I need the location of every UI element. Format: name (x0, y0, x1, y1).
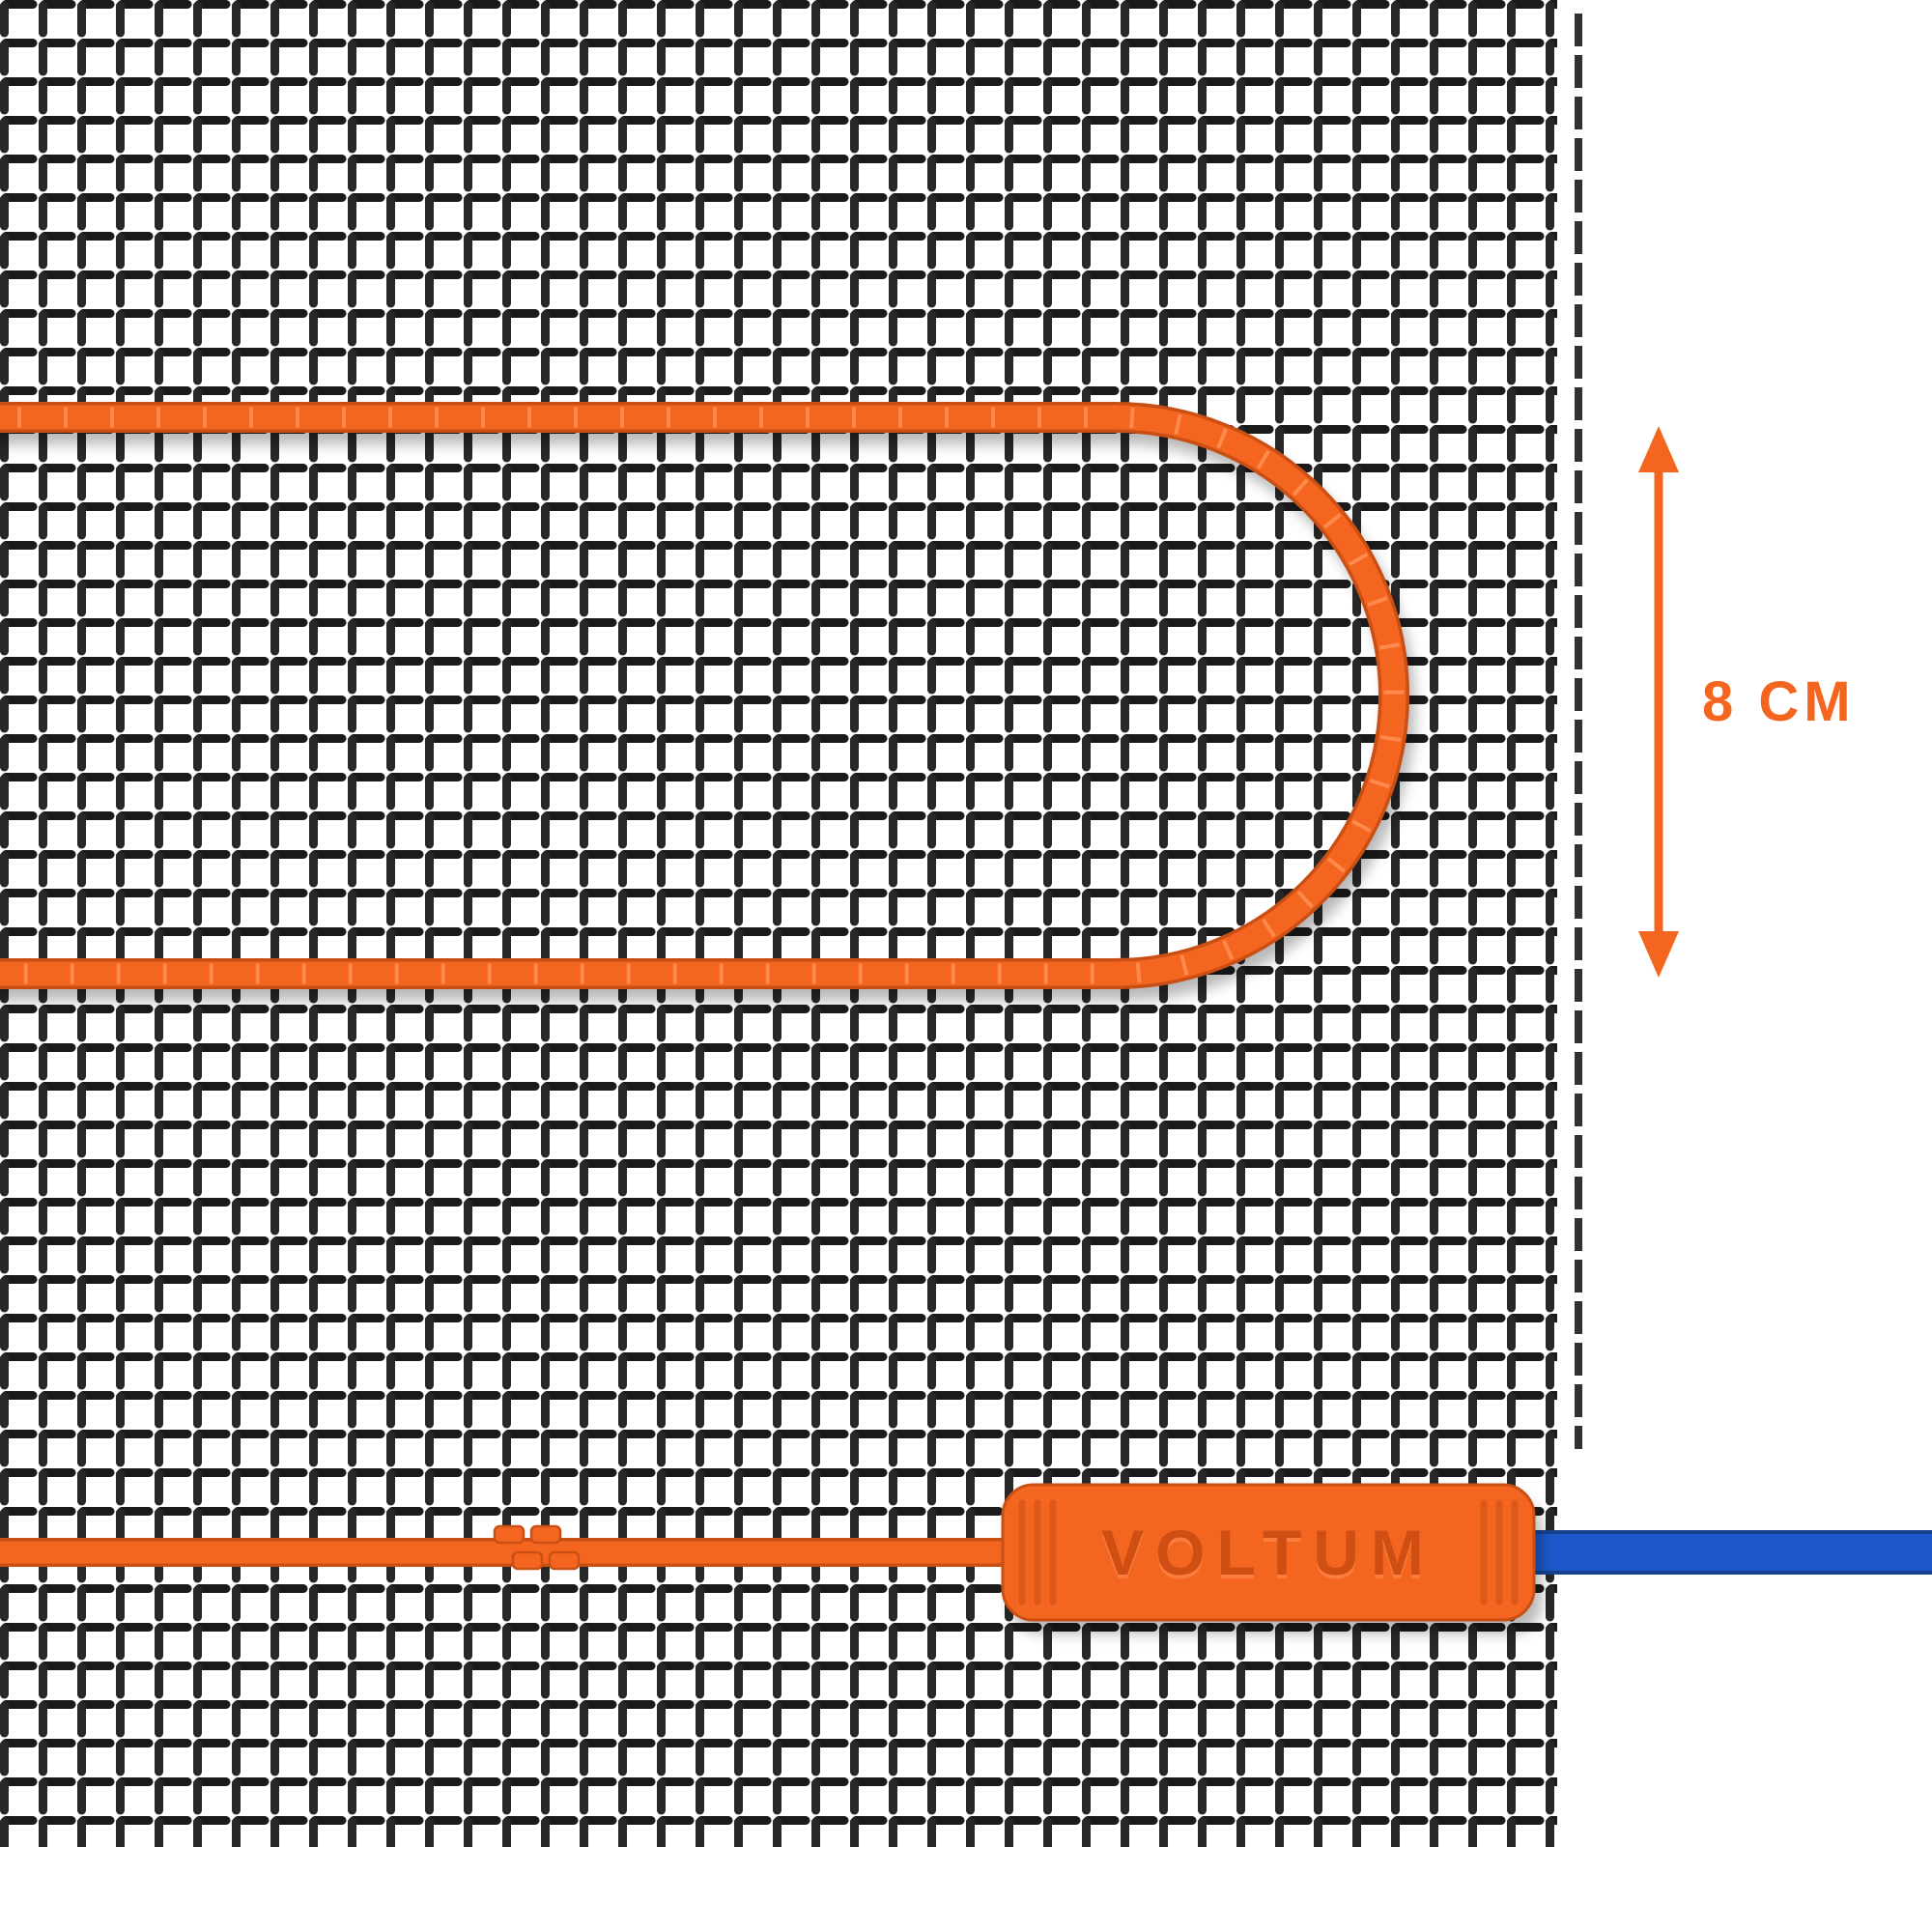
connector-brand-emboss: VOLTUM (1101, 1520, 1435, 1592)
connector-brand-text: VOLTUM (1101, 1517, 1435, 1588)
heating-cable (0, 402, 1409, 989)
arrow-up-icon (1638, 426, 1679, 472)
splice-tab (529, 1524, 562, 1545)
cable-connector: VOLTUM VOLTUM (1001, 1483, 1542, 1634)
splice-tab (493, 1524, 526, 1545)
spacing-dimension: 8 CM (1638, 426, 1856, 978)
connector-body (1001, 1483, 1536, 1622)
arrow-down-icon (1638, 931, 1679, 978)
splice-tab (511, 1550, 544, 1571)
dimension-label: 8 CM (1702, 670, 1856, 733)
splice-tab (548, 1550, 581, 1571)
heating-cable-core (0, 405, 1406, 986)
cable-splice (493, 1524, 581, 1571)
